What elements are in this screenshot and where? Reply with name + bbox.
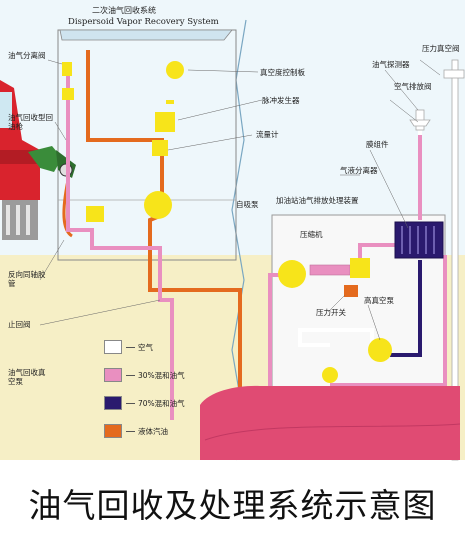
label-pressure-switch: 压力开关 xyxy=(316,308,346,317)
mix70-pipe xyxy=(390,260,422,357)
dispenser-top xyxy=(59,29,233,41)
legend-swatch-liquid xyxy=(104,424,122,438)
label-vapor-separator-valve: 油气分离阀 xyxy=(8,51,46,60)
vacuum-control-board-icon xyxy=(166,61,184,79)
label-check-valve: 止回阀 xyxy=(8,320,31,329)
legend-row-air: 空气 xyxy=(104,340,224,354)
label-vapor-recovery-nozzle: 油气回收型回油枪 xyxy=(8,113,53,131)
label-vacuum-control-board: 真空度控制板 xyxy=(260,68,305,77)
pressure-switch-icon xyxy=(344,285,358,297)
vapor-separator-valve-icon xyxy=(62,62,72,76)
legend-row-mix70: 70%混和油气 xyxy=(104,396,224,410)
label-pressure-vacuum-valve: 压力真空阀 xyxy=(422,44,460,53)
label-vapor-detector: 油气探测器 xyxy=(372,60,410,69)
pulse-generator-cap xyxy=(166,100,174,104)
tank-liquid-line xyxy=(204,423,461,441)
air-exhaust-valve-icon xyxy=(409,119,431,127)
compressor-head xyxy=(350,258,370,278)
label-coaxial-return-hose: 反向同轴胶管 xyxy=(8,270,46,288)
system-title-en: Dispersoid Vapor Recovery System xyxy=(68,17,219,27)
legend-label-air: 空气 xyxy=(138,343,153,352)
legend-swatch-air xyxy=(104,340,122,354)
mix30-pipe-return xyxy=(330,255,447,387)
label-compressor: 压缩机 xyxy=(300,230,323,239)
label-pulse-generator: 脉冲发生器 xyxy=(262,96,300,105)
system-title-cn: 二次油气回收系统 xyxy=(92,6,156,15)
air-pipe xyxy=(298,328,374,347)
pressure-vacuum-valve-cap xyxy=(443,69,465,79)
legend-swatch-mix70 xyxy=(104,396,122,410)
nozzle-valve-icon xyxy=(62,88,74,100)
label-air-exhaust-valve: 空气排放阀 xyxy=(394,82,432,91)
mix30-pipe-compressor-to-membrane xyxy=(358,243,395,260)
legend-label-liquid: 液体汽油 xyxy=(138,427,168,436)
legend-row-mix30: 30%混和油气 xyxy=(104,368,224,382)
legend-dash-air xyxy=(126,347,135,348)
diagram-caption: 油气回收及处理系统示意图 xyxy=(28,486,437,525)
label-treatment-unit: 加油站油气排放处理装置 xyxy=(276,196,359,205)
liquid-gasoline-pipe xyxy=(86,50,242,460)
caption-background xyxy=(0,460,465,533)
label-flow-meter: 流量计 xyxy=(256,130,279,139)
label-pointers xyxy=(39,59,441,341)
pulse-generator-icon xyxy=(155,112,175,132)
compressor-coil xyxy=(309,264,351,276)
legend-dash-mix30 xyxy=(126,375,135,376)
vacuum-pump-small-icon xyxy=(86,206,104,222)
underground-tank xyxy=(200,385,460,460)
high-vacuum-pump-icon xyxy=(368,338,392,362)
car-icon xyxy=(0,80,40,240)
compressor-icon xyxy=(278,260,306,288)
label-membrane-module: 膜组件 xyxy=(366,140,389,149)
self-priming-pump-icon xyxy=(144,191,172,219)
label-vapor-recovery-vacuum-pump: 油气回收真空泵 xyxy=(8,368,46,386)
legend-label-mix30: 30%混和油气 xyxy=(138,371,185,380)
label-high-vacuum-pump: 高真空泵 xyxy=(364,296,394,305)
label-vapor-separator: 气液分离器 xyxy=(340,166,378,175)
membrane-stripes xyxy=(401,226,435,254)
legend-dash-mix70 xyxy=(126,403,135,404)
label-self-priming-pump: 自吸泵 xyxy=(236,200,259,209)
legend-dash-liquid xyxy=(126,431,135,432)
tank-vapor-sensor-icon xyxy=(322,367,338,383)
mix30-pipe-main xyxy=(66,70,174,420)
legend-row-liquid: 液体汽油 xyxy=(104,424,224,438)
legend-label-mix70: 70%混和油气 xyxy=(138,399,185,408)
legend-swatch-mix30 xyxy=(104,368,122,382)
flow-meter-icon xyxy=(152,140,168,156)
